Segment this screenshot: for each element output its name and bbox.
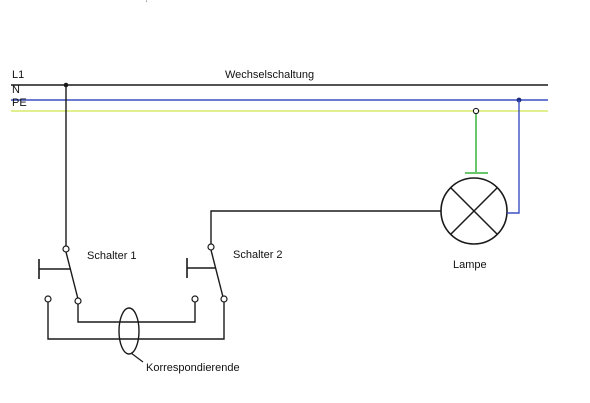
lamp: [440, 177, 508, 245]
traveler-bundle-ring: [118, 307, 140, 355]
traveler-label: Korrespondierende: [146, 362, 240, 374]
lamp-cross-b: [450, 187, 498, 235]
switch-1: [38, 245, 82, 305]
pe-junction: [472, 107, 480, 115]
traveler-wire-inner: [77, 302, 196, 323]
pe-label: PE: [12, 97, 27, 109]
switch-2-common-terminal: [207, 243, 215, 251]
switch-2-terminal-right: [220, 295, 228, 303]
switch-1-terminal-right: [74, 297, 82, 305]
switch-2-blade: [210, 249, 224, 298]
switch-2: [186, 243, 228, 303]
stray-mark: ': [146, 1, 147, 7]
n-label: N: [12, 84, 20, 96]
switch-1-common-terminal: [62, 245, 70, 253]
switch-1-blade: [65, 251, 79, 300]
lamp-label: Lampe: [453, 259, 487, 271]
n-return-wire: [507, 100, 520, 214]
switch-2-terminal-left: [191, 295, 199, 303]
diagram-title: Wechselschaltung: [225, 69, 314, 81]
switch-1-label: Schalter 1: [87, 250, 137, 262]
switch-1-terminal-left: [44, 295, 52, 303]
switched-phase-wire: [210, 210, 441, 244]
traveler-label-leader: [130, 352, 144, 363]
switch-2-label: Schalter 2: [233, 249, 283, 261]
traveler-wire-outer: [47, 302, 225, 340]
l1-label: L1: [12, 69, 24, 81]
